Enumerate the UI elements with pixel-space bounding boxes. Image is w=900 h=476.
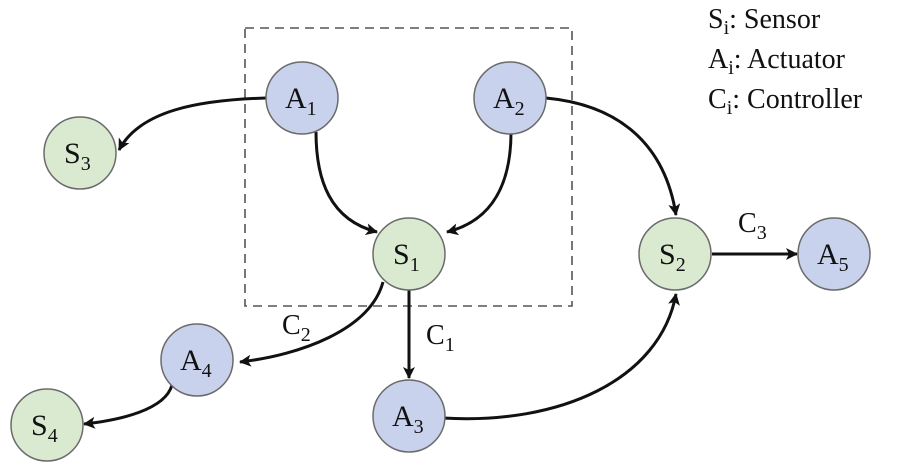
legend-item-sensor: Si: Sensor (708, 4, 821, 39)
node-s3: S3 (43, 116, 117, 190)
node-a1: A1 (265, 61, 339, 135)
svg-text:A4: A4 (180, 344, 212, 382)
node-a2: A2 (473, 61, 547, 135)
edges (83, 96, 798, 429)
node-s4: S4 (10, 388, 84, 462)
edge-label-c1: C1 (426, 320, 455, 356)
legend: Si: Sensor Ai: Actuator Ci: Controller (708, 4, 863, 119)
svg-text:A5: A5 (817, 238, 849, 276)
svg-text:S3: S3 (64, 137, 91, 175)
edge-a2-s1 (446, 131, 513, 236)
edge-label-c3: C3 (738, 208, 767, 244)
svg-text:A2: A2 (493, 82, 525, 120)
edge-a1-s3 (117, 96, 267, 151)
edge-a3-s2 (442, 293, 680, 421)
edge-a4-s4 (83, 384, 174, 429)
svg-text:S2: S2 (659, 238, 686, 276)
svg-text:S4: S4 (31, 409, 58, 447)
node-s2: S2 (638, 217, 712, 291)
legend-item-actuator: Ai: Actuator (708, 44, 846, 79)
node-a5: A5 (797, 217, 871, 291)
svg-text:A3: A3 (392, 400, 424, 438)
edge-label-c2: C2 (282, 310, 311, 346)
edge-s1-a4 (239, 281, 385, 367)
svg-text:S1: S1 (393, 238, 420, 276)
edge-a1-s1 (314, 131, 378, 236)
edge-a2-s2 (545, 96, 681, 216)
legend-item-controller: Ci: Controller (708, 84, 863, 119)
svg-text:A1: A1 (285, 82, 317, 120)
node-a3: A3 (372, 379, 446, 453)
node-s1: S1 (372, 217, 446, 291)
node-a4: A4 (160, 323, 234, 397)
